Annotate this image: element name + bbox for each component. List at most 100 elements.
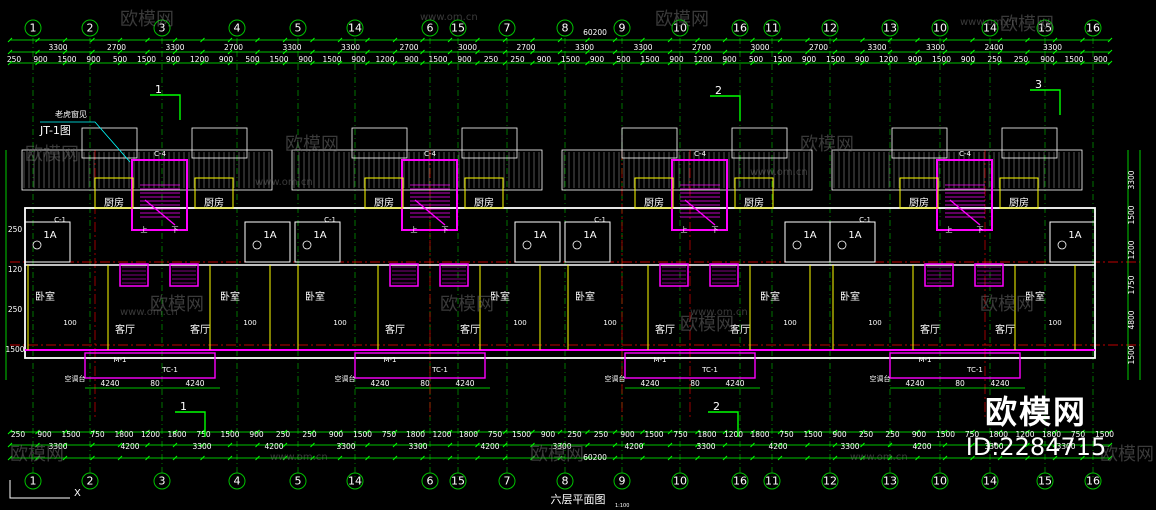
bottom-subspan-label: 1200 xyxy=(432,430,451,439)
dim-tick xyxy=(90,455,95,461)
kitchen-label: 厨房 xyxy=(474,196,494,209)
dim-tick xyxy=(530,429,535,435)
grid-bubble-bottom xyxy=(421,472,439,490)
left-dim-label: 250 xyxy=(8,305,23,314)
dim-tick xyxy=(585,455,590,461)
grid-bubble-top xyxy=(421,19,439,37)
dim-tick xyxy=(1080,60,1085,66)
section-cut-mark xyxy=(708,411,739,437)
dim-tick xyxy=(227,455,233,461)
area-label: 100 xyxy=(243,319,256,327)
grid-label-bottom: 12 xyxy=(823,475,837,488)
grid-label-top: 15 xyxy=(451,22,465,35)
top-span-label: 3300 xyxy=(1043,43,1062,52)
top-span-label: 3300 xyxy=(282,43,301,52)
brand-watermark: 欧模网 ID:2284715 xyxy=(956,392,1116,462)
bottom-subspan-label: 750 xyxy=(90,430,105,439)
grid-bubble-top xyxy=(556,19,574,37)
dim-tick xyxy=(915,429,920,435)
living-room-label: 客厅 xyxy=(730,323,750,336)
toilet-fixture xyxy=(837,240,847,250)
dim-tick xyxy=(502,442,508,448)
balcony-label: 空调台 xyxy=(870,374,891,383)
dim-tick xyxy=(365,49,370,55)
dim-tick xyxy=(475,429,480,435)
dim-tick xyxy=(1107,37,1113,43)
balcony-dim-label: 4240 xyxy=(455,379,474,388)
grid-bubble-bottom xyxy=(346,472,364,490)
bottom-span-label: 3300 xyxy=(696,442,715,451)
right-dim-label: 1500 xyxy=(1127,205,1136,224)
dim-tick xyxy=(915,442,920,448)
dim-tick xyxy=(90,60,95,66)
dim-tick xyxy=(915,455,920,461)
dim-tick xyxy=(475,37,480,43)
dim-tick xyxy=(1052,455,1058,461)
dim-tick xyxy=(942,429,948,435)
grid-label-top: 16 xyxy=(733,22,747,35)
dim-tick xyxy=(640,442,645,448)
dim-tick xyxy=(447,455,453,461)
plan-walls-layer xyxy=(9,121,1096,499)
dim-tick xyxy=(90,429,95,435)
toilet-fixture xyxy=(572,240,582,250)
grid-label-top: 6 xyxy=(427,22,434,35)
dim-tick xyxy=(832,429,838,435)
bottom-subspan-label: 1200 xyxy=(1015,430,1034,439)
top-subspan-label: 500 xyxy=(245,55,260,64)
dim-tick xyxy=(1080,37,1085,43)
grid-bubble-top xyxy=(613,19,631,37)
dim-tick xyxy=(145,37,150,43)
watermark-brand-text: 欧模网 xyxy=(980,294,1034,315)
window-tag: C-4 xyxy=(154,150,166,158)
dim-tick xyxy=(777,442,783,448)
dim-tick xyxy=(117,429,123,435)
dim-tick xyxy=(365,429,370,435)
dim-tick xyxy=(392,442,398,448)
watermark-brand-text: 欧模网 xyxy=(680,314,734,335)
bottom-subspan-label: 1200 xyxy=(141,430,160,439)
kitchen-label: 厨房 xyxy=(744,196,764,209)
dim-tick xyxy=(310,429,315,435)
dim-tick xyxy=(117,442,123,448)
dim-tick xyxy=(997,49,1003,55)
bottom-subspan-label: 1500 xyxy=(936,430,955,439)
top-subspan-label: 1200 xyxy=(190,55,209,64)
dim-tick xyxy=(750,60,755,66)
dim-tick xyxy=(805,49,810,55)
dim-tick xyxy=(1025,429,1030,435)
grid-label-bottom: 14 xyxy=(348,475,362,488)
bottom-span-label: 4200 xyxy=(624,442,643,451)
top-span-label: 3300 xyxy=(165,43,184,52)
bottom-span-label: 3300 xyxy=(984,442,1003,451)
dim-tick xyxy=(7,37,13,43)
kitchen-label: 厨房 xyxy=(1009,196,1029,209)
dim-tick xyxy=(942,60,948,66)
grid-label-top: 11 xyxy=(765,22,779,35)
grid-bubble-bottom xyxy=(498,472,516,490)
balcony-dim-label: 80 xyxy=(690,379,700,388)
dim-tick xyxy=(1025,37,1030,43)
top-span-label: 2700 xyxy=(809,43,828,52)
dim-tick xyxy=(392,455,398,461)
dim-tick xyxy=(1080,442,1085,448)
balcony-label: 空调台 xyxy=(65,374,86,383)
top-span-label: 2700 xyxy=(224,43,243,52)
window-tag: C-1 xyxy=(54,216,66,224)
balcony-dim-label: 4240 xyxy=(905,379,924,388)
dim-tick xyxy=(447,49,453,55)
callout-leader xyxy=(40,121,131,163)
window-tag: TC-1 xyxy=(701,366,718,374)
dim-tick xyxy=(860,60,865,66)
top-subspan-label: 1200 xyxy=(879,55,898,64)
top-subspan-label: 1500 xyxy=(269,55,288,64)
bottom-subspan-label: 1500 xyxy=(512,430,531,439)
grid-bubble-top xyxy=(228,19,246,37)
bedroom-label: 卧室 xyxy=(760,290,780,303)
bottom-subspan-label: 250 xyxy=(276,430,291,439)
dim-tick xyxy=(282,429,288,435)
dim-tick xyxy=(777,37,783,43)
section-mark-label: 2 xyxy=(715,84,722,97)
dim-tick xyxy=(502,60,508,66)
top-span-label: 3300 xyxy=(633,43,652,52)
